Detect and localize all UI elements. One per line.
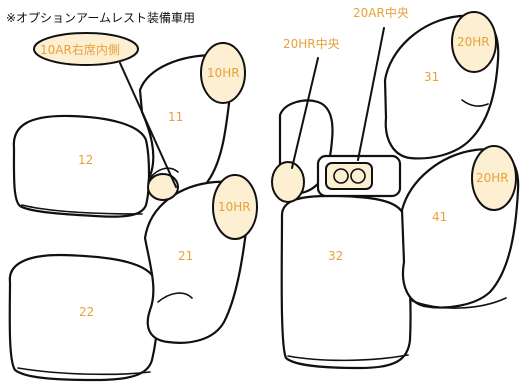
seat-11-side — [149, 167, 179, 179]
headrest-10hr-front — [200, 42, 246, 104]
seat-22-label: 22 — [79, 305, 94, 319]
seat-31-label: 31 — [424, 70, 439, 84]
callout-10ar-bubble — [33, 32, 139, 66]
headrest-10hr-second-label: 10HR — [218, 200, 251, 214]
cupholder-left-icon — [333, 168, 349, 184]
seat-12-cushion — [12, 114, 151, 218]
seat-32-edge — [287, 354, 409, 362]
seat-41-cushion-edge — [409, 297, 507, 309]
callout-10ar-label: 10AR右席内側 — [40, 42, 120, 57]
seat-12-cushion-edge — [21, 204, 143, 215]
seat-21-side — [157, 292, 193, 303]
armrest-10ar-bubble — [147, 173, 179, 201]
callout-20hr-center-label: 20HR中央 — [283, 36, 340, 51]
seat-32-label: 32 — [328, 249, 343, 263]
callout-20ar-leader — [357, 27, 385, 161]
headrest-20hr-top — [451, 11, 497, 73]
seat-12-label: 12 — [78, 153, 93, 167]
seat-22-front-edge — [17, 367, 151, 376]
headrest-20hr-top-label: 20HR — [457, 35, 490, 49]
headrest-10hr-second — [212, 174, 258, 240]
seat-32-cushion — [280, 194, 412, 370]
headrest-10hr-front-label: 10HR — [207, 66, 240, 80]
option-armrest-note: ※オプションアームレスト装備車用 — [6, 10, 195, 25]
cupholder-right-icon — [350, 168, 366, 184]
headrest-20hr-center — [271, 161, 305, 203]
seat-41-label: 41 — [432, 210, 447, 224]
headrest-20hr-right-label: 20HR — [476, 171, 509, 185]
seat-11-label: 11 — [168, 110, 183, 124]
headrest-20hr-right — [471, 145, 517, 211]
seat-21-label: 21 — [178, 249, 193, 263]
callout-10ar-leader — [119, 62, 177, 188]
seat-22-cushion — [8, 253, 159, 382]
seat-31-fold-line — [461, 99, 489, 107]
callout-20ar-label: 20AR中央 — [353, 5, 409, 20]
callout-20hr-center-leader — [291, 57, 319, 169]
